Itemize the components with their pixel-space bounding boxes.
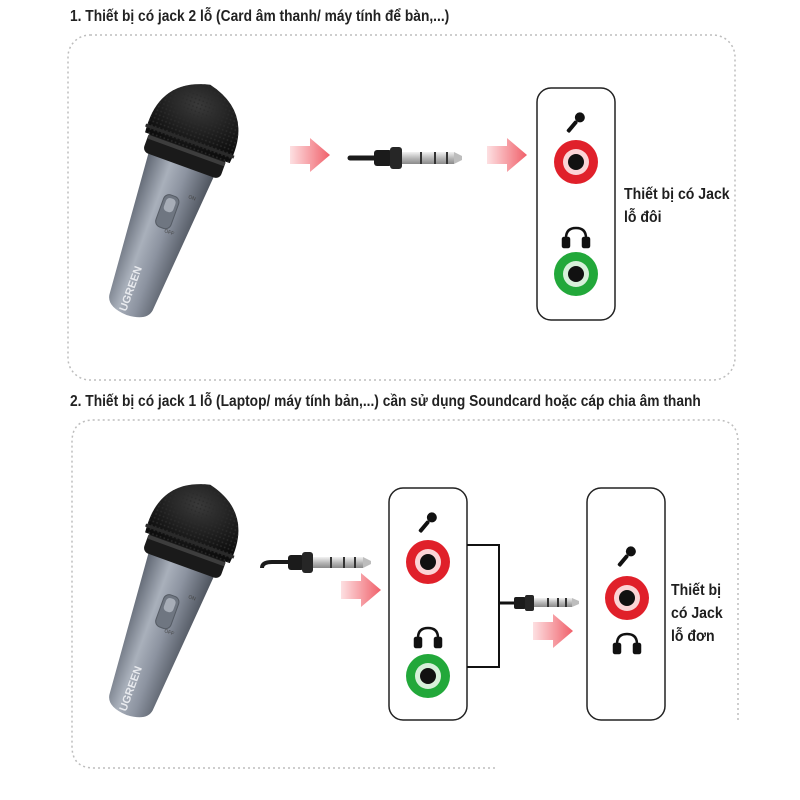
single-jack-label-line3: lỗ đơn bbox=[671, 628, 715, 645]
headphones-icon bbox=[612, 632, 642, 655]
headphone-port bbox=[554, 252, 598, 296]
headphone-port bbox=[406, 654, 450, 698]
arrow-right-icon bbox=[533, 614, 573, 648]
arrow-right-icon bbox=[487, 138, 527, 172]
section1-title: 1. Thiết bị có jack 2 lỗ (Card âm thanh/… bbox=[70, 8, 450, 25]
dual-jack-device-label: Thiết bị có Jack lỗ đôi bbox=[624, 183, 756, 229]
dual-jack-label-line2: lỗ đôi bbox=[624, 209, 662, 226]
combo-port bbox=[605, 576, 649, 620]
single-jack-label-line1: Thiết bị bbox=[671, 582, 722, 599]
section2-microphone bbox=[80, 467, 256, 733]
arrow-right-icon bbox=[341, 573, 381, 607]
splitter-device bbox=[388, 487, 468, 721]
mic1-switch-on: ON bbox=[187, 194, 196, 202]
microphone-icon bbox=[617, 546, 636, 567]
dual-jack-label-line1: Thiết bị có Jack bbox=[624, 186, 730, 203]
mic1-switch-off: OFF bbox=[163, 228, 174, 237]
mic2-switch-off: OFF bbox=[163, 628, 174, 637]
mic-port bbox=[406, 540, 450, 584]
section1-frame bbox=[67, 34, 736, 381]
dual-jack-device bbox=[536, 87, 616, 321]
headphones-icon bbox=[413, 626, 443, 649]
section2-title: 2. Thiết bị có jack 1 lỗ (Laptop/ máy tí… bbox=[70, 393, 701, 410]
microphone-icon bbox=[418, 512, 437, 533]
single-jack-device-label: Thiết bị có Jack lỗ đơn bbox=[671, 579, 768, 648]
microphone-icon bbox=[566, 112, 585, 133]
mic2-switch-on: ON bbox=[187, 594, 196, 602]
headphones-icon bbox=[561, 226, 591, 249]
single-jack-label-line2: có Jack bbox=[671, 605, 723, 622]
arrow-right-icon bbox=[290, 138, 330, 172]
section1-microphone bbox=[80, 67, 256, 333]
splitter-cable bbox=[467, 544, 500, 668]
jack-plug-icon bbox=[260, 552, 371, 573]
mic-port bbox=[554, 140, 598, 184]
jack-plug-icon bbox=[514, 595, 579, 611]
jack-plug-icon bbox=[347, 147, 462, 169]
